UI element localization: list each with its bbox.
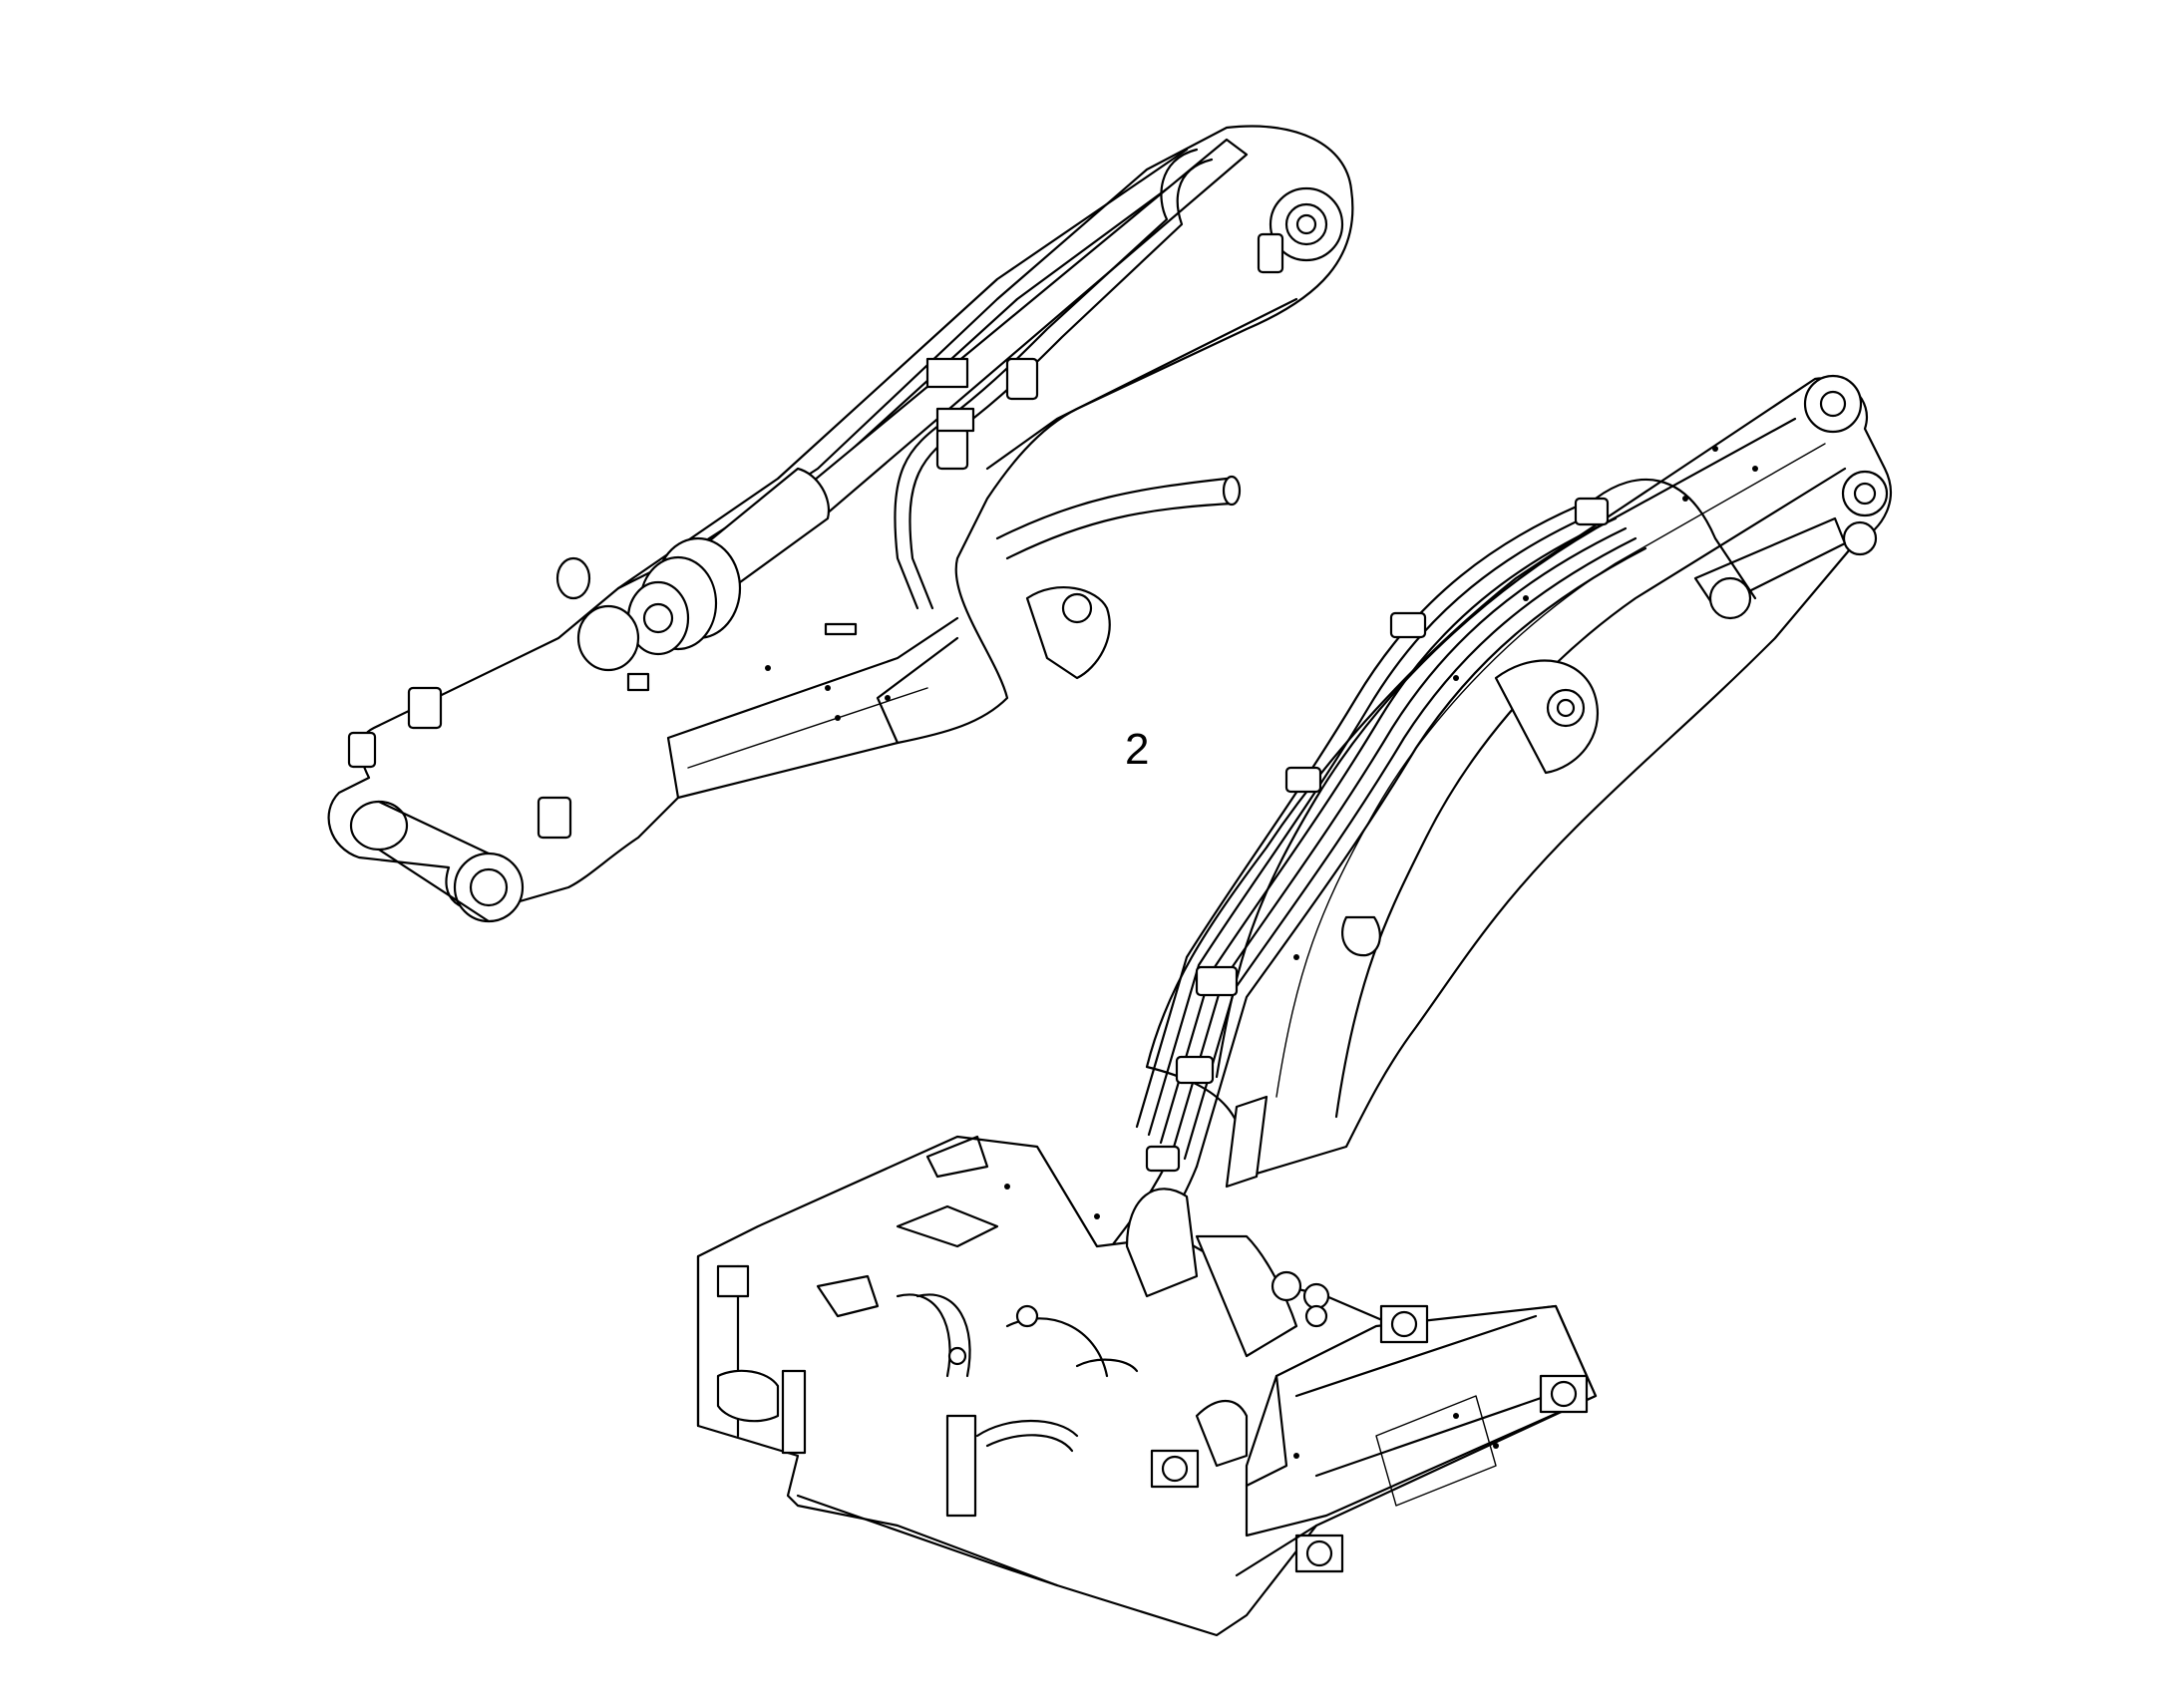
upper-frame-icon bbox=[696, 1135, 1598, 1637]
hydraulic-lines-icon bbox=[1095, 479, 1757, 1298]
boom-assembly-icon bbox=[1095, 374, 1892, 1298]
callout-label: 2 bbox=[1125, 725, 1150, 774]
stick-arm-assembly-icon bbox=[327, 125, 1354, 923]
